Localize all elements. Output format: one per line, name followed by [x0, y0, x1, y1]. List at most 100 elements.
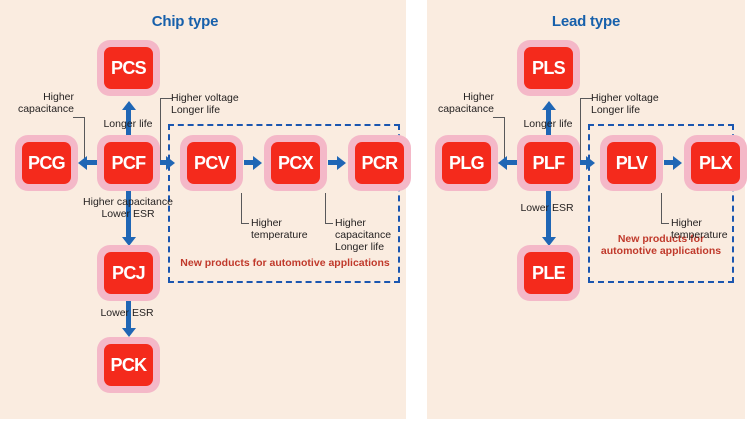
product-box-pcg-inner: PCG — [22, 142, 71, 184]
label-higher-voltage-line2-lead: Longer life — [591, 104, 641, 116]
product-box-pls-label: PLS — [532, 58, 566, 78]
product-box-pcs[interactable]: PCS — [97, 40, 160, 96]
arrow-head-pcf-to-pcj — [121, 237, 136, 246]
label-higher-capacitance-left-line1: Higher — [43, 91, 74, 103]
arrow-head-pcf-to-pcg — [78, 155, 87, 170]
product-box-pcr-inner: PCR — [355, 142, 404, 184]
product-box-plf-inner: PLF — [524, 142, 573, 184]
leader-line-plx-note-stem — [661, 193, 662, 224]
dashed-note-chip: New products for automotive applications — [180, 257, 390, 269]
product-box-pcr-label: PCR — [361, 153, 399, 173]
product-box-plx-inner: PLX — [691, 142, 740, 184]
label-higher-voltage-line1: Higher voltage — [171, 92, 239, 104]
label-plx-note-line2: temperature — [671, 229, 728, 241]
arrow-head-plf-to-pls — [541, 101, 556, 110]
arrow-head-plf-to-plv — [586, 155, 595, 170]
arrow-pcv-to-pcx — [244, 160, 256, 165]
product-box-ple-inner: PLE — [524, 252, 573, 294]
product-box-pcx-inner: PCX — [271, 142, 320, 184]
label-longer-life-up: Longer life — [103, 118, 153, 130]
dashed-region-automotive-lead — [588, 124, 734, 283]
label-pcr-note-line1: Higher — [335, 217, 366, 229]
dashed-region-automotive-chip — [168, 124, 400, 283]
label-higher-capacitance-down-line1: Higher capacitance — [83, 196, 173, 208]
product-box-pcv-label: PCV — [194, 153, 230, 173]
arrow-plf-to-plg — [507, 160, 521, 165]
leader-line-higher-capacitance-left-lead — [493, 117, 505, 118]
product-box-pcf[interactable]: PCF — [97, 135, 160, 191]
product-box-pcg-label: PCG — [28, 153, 66, 173]
arrow-head-plv-to-plx — [673, 155, 682, 170]
product-box-pcj[interactable]: PCJ — [97, 245, 160, 301]
label-pcx-note-line1: Higher — [251, 217, 282, 229]
arrow-plf-to-pls — [546, 110, 551, 138]
label-higher-capacitance-left-line2-lead: capacitance — [437, 103, 494, 115]
arrow-plv-to-plx — [664, 160, 676, 165]
product-box-plf-label: PLF — [532, 153, 566, 173]
panel-lead-type: Lead type New products for automotive ap… — [427, 0, 747, 419]
product-box-plv-inner: PLV — [607, 142, 656, 184]
leader-line-higher-capacitance-left-stem — [84, 117, 85, 163]
product-box-pcf-inner: PCF — [104, 142, 153, 184]
leader-line-higher-voltage-lead — [580, 98, 592, 99]
leader-line-pcx-note-stem — [241, 193, 242, 224]
product-box-plx[interactable]: PLX — [684, 135, 747, 191]
product-box-pcg[interactable]: PCG — [15, 135, 78, 191]
arrow-pcf-to-pcg — [87, 160, 101, 165]
arrow-head-pcj-to-pck — [121, 328, 136, 337]
label-pcr-note-line2: capacitance — [335, 229, 392, 241]
product-box-pcv-inner: PCV — [187, 142, 236, 184]
product-box-pcf-label: PCF — [111, 153, 147, 173]
product-box-ple[interactable]: PLE — [517, 245, 580, 301]
arrow-plf-to-ple — [546, 190, 551, 239]
product-box-pck-label: PCK — [110, 355, 148, 375]
label-higher-capacitance-down-line2: Lower ESR — [101, 208, 155, 220]
product-box-pcr[interactable]: PCR — [348, 135, 411, 191]
product-box-pls[interactable]: PLS — [517, 40, 580, 96]
arrow-pcf-to-pcj — [126, 190, 131, 239]
panel-title-chip: Chip type — [151, 13, 219, 30]
label-higher-capacitance-left-line2: capacitance — [17, 103, 74, 115]
product-box-plv[interactable]: PLV — [600, 135, 663, 191]
leader-line-pcx-note — [241, 223, 249, 224]
label-plx-note-line1: Higher — [671, 217, 702, 229]
leader-line-higher-voltage-stem — [160, 98, 161, 163]
label-lower-esr-down: Lower ESR — [100, 307, 154, 319]
product-box-plg-inner: PLG — [442, 142, 491, 184]
arrow-pcf-to-pcs — [126, 110, 131, 138]
product-box-plx-label: PLX — [699, 153, 733, 173]
panel-title-lead: Lead type — [551, 13, 621, 30]
label-lower-esr-down-lead: Lower ESR — [520, 202, 574, 214]
arrow-head-pcf-to-pcv — [166, 155, 175, 170]
product-box-pck-inner: PCK — [104, 344, 153, 386]
leader-line-higher-capacitance-left-stem-lead — [504, 117, 505, 163]
label-longer-life-up-lead: Longer life — [523, 118, 573, 130]
arrow-head-pcv-to-pcx — [253, 155, 262, 170]
product-box-plf[interactable]: PLF — [517, 135, 580, 191]
leader-line-plx-note — [661, 223, 669, 224]
dashed-note-lead-line2: automotive applications — [600, 245, 722, 257]
arrow-plf-to-plv — [572, 160, 588, 165]
product-box-pcj-label: PCJ — [112, 263, 146, 283]
label-higher-voltage-line1-lead: Higher voltage — [591, 92, 659, 104]
arrow-pcx-to-pcr — [328, 160, 340, 165]
leader-line-higher-capacitance-left — [73, 117, 85, 118]
product-box-pls-inner: PLS — [524, 47, 573, 89]
product-box-pcv[interactable]: PCV — [180, 135, 243, 191]
arrow-head-plf-to-ple — [541, 237, 556, 246]
product-box-pck[interactable]: PCK — [97, 337, 160, 393]
leader-line-pcr-note — [325, 223, 333, 224]
product-box-pcj-inner: PCJ — [104, 252, 153, 294]
arrow-head-plf-to-plg — [498, 155, 507, 170]
dashed-note-lead-line1: New products for — [617, 233, 705, 245]
arrow-pcj-to-pck — [126, 300, 131, 330]
leader-line-pcr-note-stem — [325, 193, 326, 224]
product-box-pcx-label: PCX — [278, 153, 314, 173]
arrow-head-pcf-to-pcs — [121, 101, 136, 110]
product-box-pcs-inner: PCS — [104, 47, 153, 89]
product-box-plg[interactable]: PLG — [435, 135, 498, 191]
product-box-pcx[interactable]: PCX — [264, 135, 327, 191]
product-box-ple-label: PLE — [532, 263, 566, 283]
arrow-pcf-to-pcv — [152, 160, 168, 165]
